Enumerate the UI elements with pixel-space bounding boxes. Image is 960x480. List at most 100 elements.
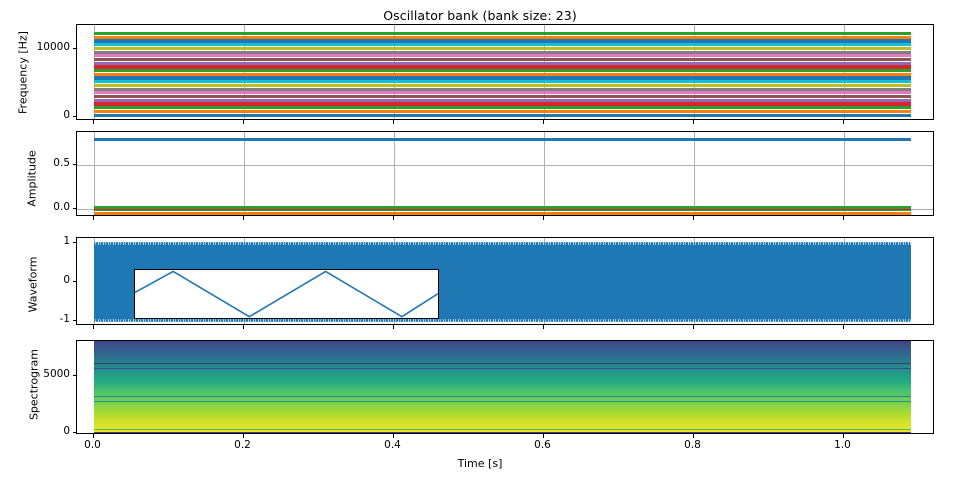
frequency-track-line xyxy=(93,83,911,88)
xaxis-tickmark xyxy=(392,120,394,124)
amplitude-track-line xyxy=(93,137,911,141)
frequency-track-line xyxy=(93,50,911,54)
frequency-track-line xyxy=(93,39,911,43)
xaxis-tickmark xyxy=(842,434,844,438)
spectrogram-harmonic-band xyxy=(93,424,911,427)
spectrogram-harmonic-band xyxy=(93,378,911,382)
xaxis-tickmark xyxy=(692,434,694,438)
spectrogram-harmonic-band xyxy=(93,419,911,422)
xaxis-tickmark xyxy=(242,325,244,329)
xaxis-tick-label: 0.2 xyxy=(234,439,251,451)
spectrogram-harmonic-band xyxy=(93,366,911,369)
spectrogram-right-pad xyxy=(911,341,933,433)
xaxis-tick-label: 0.4 xyxy=(384,439,401,451)
frequency-track-line xyxy=(93,46,911,51)
spectrogram-harmonic-band xyxy=(93,386,911,389)
xaxis-tickmark xyxy=(842,120,844,124)
xaxis-tickmark xyxy=(92,434,94,438)
spectrogram-harmonic-band xyxy=(93,406,911,410)
xaxis-tickmark xyxy=(392,325,394,329)
yaxis-tick-label: 1 xyxy=(63,234,70,247)
spectrogram-harmonic-band xyxy=(93,401,911,404)
yaxis-tick-label: 5000 xyxy=(43,367,70,380)
frequency-track-line xyxy=(93,87,911,91)
spectrogram-harmonic-band xyxy=(93,343,911,346)
spectrogram-harmonic-band xyxy=(93,394,911,397)
spectrogram-left-pad xyxy=(77,341,94,433)
spectrogram-harmonic-band xyxy=(93,421,911,425)
xaxis-tickmark xyxy=(242,216,244,220)
yaxis-tick-label: 0.0 xyxy=(53,201,70,214)
gridline-vertical xyxy=(693,132,695,215)
waveform-bottom-edge xyxy=(93,319,911,323)
xaxis-tick-label: 0.6 xyxy=(534,439,551,451)
spectrogram-harmonic-band xyxy=(93,404,911,407)
frequency-track-line xyxy=(93,98,911,102)
spectrogram-harmonic-band xyxy=(93,373,911,377)
frequency-track-line xyxy=(93,91,911,95)
spectrogram-harmonic-band xyxy=(93,411,911,415)
gridline-vertical xyxy=(243,132,245,215)
amplitude-axes xyxy=(76,131,934,216)
gridline-vertical xyxy=(543,132,545,215)
waveform-top-edge xyxy=(93,241,911,245)
yaxis-tick-label: 0 xyxy=(63,274,70,286)
frequency-track-line xyxy=(93,109,911,114)
spectrogram-axes xyxy=(76,340,934,434)
xaxis-tickmark xyxy=(392,434,394,438)
gridline-vertical xyxy=(393,132,395,215)
spectrogram-harmonic-band xyxy=(93,388,911,392)
frequency-track-line xyxy=(93,80,911,84)
spectrogram-harmonic-band xyxy=(93,409,911,412)
xaxis-tickmark xyxy=(92,216,94,220)
spectrogram-harmonic-band xyxy=(93,427,911,430)
xaxis-tick-label: 0.0 xyxy=(84,439,101,451)
xaxis-tickmark xyxy=(542,120,544,124)
frequency-ylabel: Frequency [Hz] xyxy=(16,31,30,114)
yaxis-tick-label: -1 xyxy=(59,313,70,326)
spectrogram-harmonic-band xyxy=(93,355,911,359)
xaxis-tick-label: 1.0 xyxy=(834,439,851,451)
spectrogram-harmonic-band xyxy=(93,376,911,379)
xaxis-tickmark xyxy=(842,325,844,329)
page-title: Oscillator bank (bank size: 23) xyxy=(383,8,577,23)
spectrogram-harmonic-band xyxy=(93,353,911,356)
amplitude-ylabel: Amplitude xyxy=(25,150,39,207)
spectrogram-ylabel: Spectrogram xyxy=(27,348,41,421)
xaxis-tickmark xyxy=(92,325,94,329)
xaxis-tickmark xyxy=(392,216,394,220)
xaxis-tickmark xyxy=(542,216,544,220)
frequency-track-line xyxy=(93,57,911,62)
spectrogram-harmonic-band xyxy=(93,348,911,351)
waveform-zoom-inset xyxy=(134,269,439,319)
spectrogram-harmonic-band xyxy=(93,361,911,364)
xaxis-tickmark xyxy=(242,434,244,438)
spectrogram-harmonic-band xyxy=(93,416,911,420)
amplitude-track-line xyxy=(93,211,911,215)
spectrogram-harmonic-band xyxy=(93,363,911,366)
spectrogram-harmonic-band xyxy=(93,396,911,399)
frequency-track-line xyxy=(93,54,911,58)
frequency-track-line xyxy=(93,76,911,80)
spectrogram-harmonic-band xyxy=(93,368,911,372)
spectrogram-harmonic-band xyxy=(93,414,911,417)
spectrogram-harmonic-band xyxy=(93,341,911,344)
yaxis-tick-label: 0 xyxy=(63,425,70,438)
frequency-axes xyxy=(76,24,934,120)
xaxis-label: Time [s] xyxy=(457,457,503,470)
xaxis-tickmark xyxy=(542,325,544,329)
spectrogram-harmonic-band xyxy=(93,383,911,387)
frequency-track-line xyxy=(93,43,911,47)
gridline-vertical xyxy=(843,132,845,215)
spectrogram-harmonic-band xyxy=(93,345,911,349)
xaxis-tickmark xyxy=(842,216,844,220)
frequency-track-line xyxy=(93,102,911,106)
xaxis-tickmark xyxy=(542,434,544,438)
xaxis-tickmark xyxy=(692,325,694,329)
gridline-horizontal xyxy=(77,165,933,167)
xaxis-tickmark xyxy=(692,120,694,124)
spectrogram-harmonic-band xyxy=(93,399,911,402)
spectrogram-harmonic-band xyxy=(93,371,911,374)
frequency-track-line xyxy=(93,113,911,117)
